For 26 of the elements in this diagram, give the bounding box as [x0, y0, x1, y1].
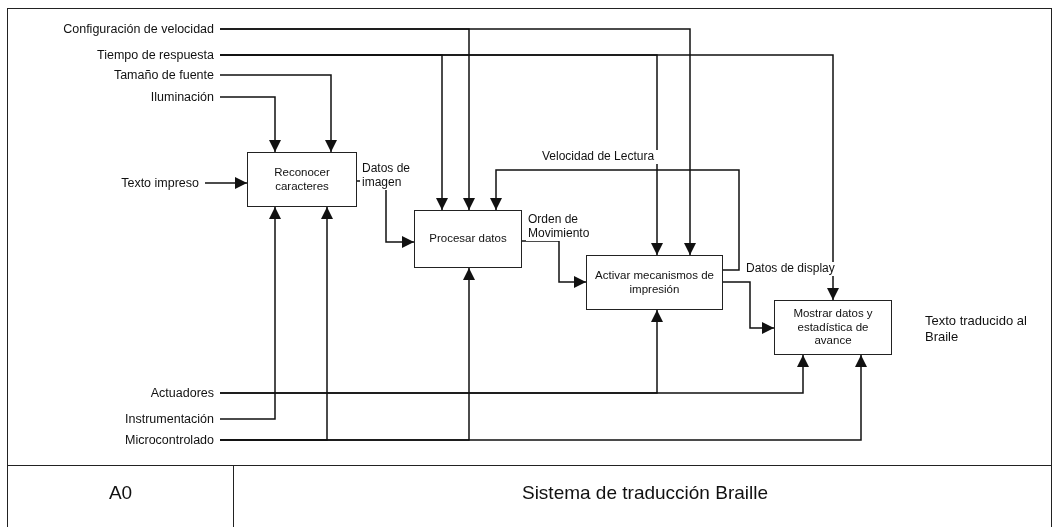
flow-label: Tiempo de respuesta — [20, 47, 220, 63]
process-box: Activar mecanismos de impresión — [586, 255, 723, 310]
arrow — [722, 281, 775, 334]
arrow — [490, 169, 740, 271]
flow-label: Configuración de velocidad — [20, 21, 220, 37]
arrow — [219, 354, 809, 394]
arrow — [219, 206, 281, 420]
arrow — [521, 240, 587, 288]
arrow — [219, 74, 337, 153]
flow-label: Instrumentación — [20, 411, 220, 427]
process-box: Reconocer caracteres — [247, 152, 357, 207]
arrow — [219, 54, 839, 301]
flow-label: Tamaño de fuente — [20, 67, 220, 83]
process-box: Procesar datos — [414, 210, 522, 268]
flow-label: Texto impreso — [80, 175, 205, 191]
flow-label: Actuadores — [20, 385, 220, 401]
arrow — [219, 96, 281, 153]
flow-label: Microcontrolado — [20, 432, 220, 448]
arrow — [219, 28, 696, 256]
process-box: Mostrar datos y estadística de avance — [774, 300, 892, 355]
flow-label: Iluminación — [20, 89, 220, 105]
diagram-id: A0 — [107, 482, 134, 504]
diagram-title: Sistema de traducción Braille — [520, 482, 770, 504]
arrow — [219, 354, 867, 441]
output-label: Texto traducido al Braile — [925, 313, 1028, 345]
arrow — [204, 177, 248, 189]
